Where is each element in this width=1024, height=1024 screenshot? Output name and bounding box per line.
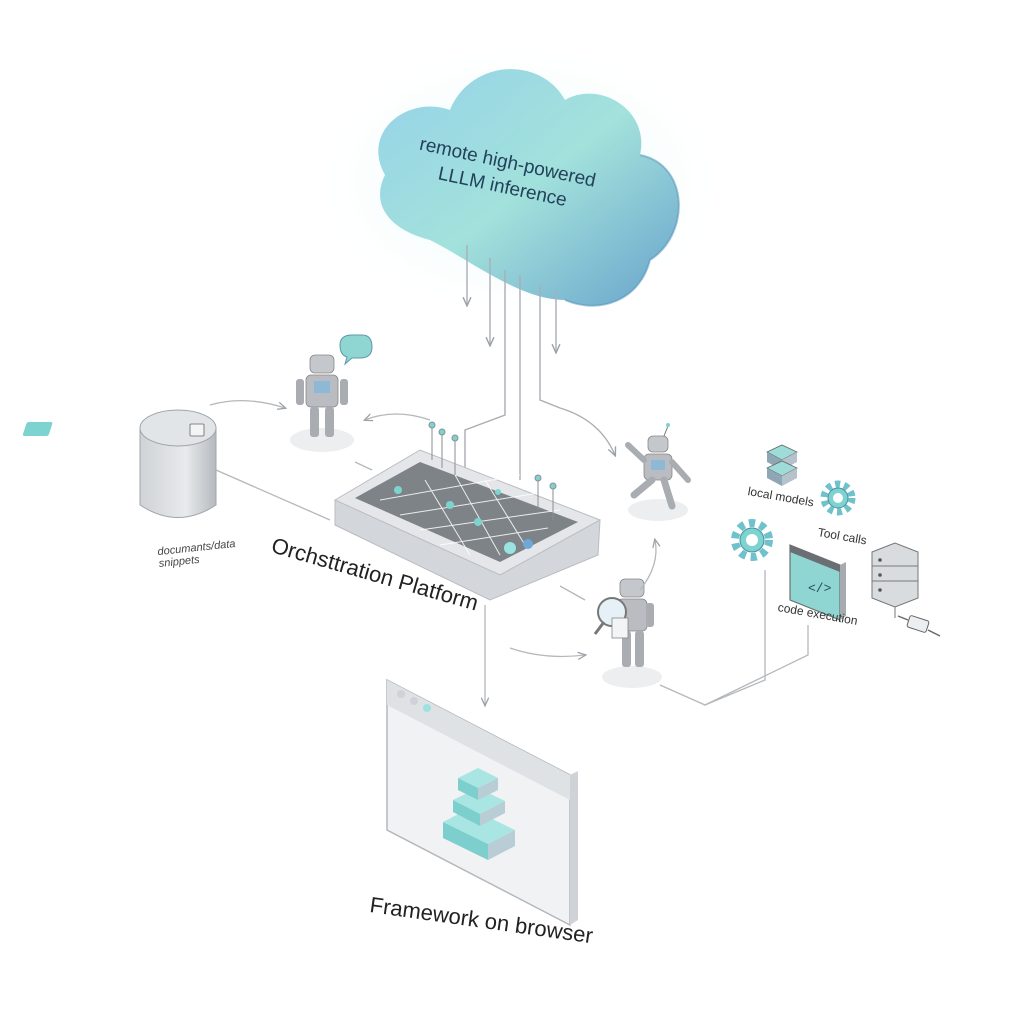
database-connection-lines bbox=[209, 400, 331, 521]
local-models-icon bbox=[766, 444, 798, 486]
database-icon bbox=[22, 409, 217, 518]
gear-icon bbox=[731, 519, 773, 561]
plug-icon bbox=[897, 615, 941, 637]
server-rack-icon bbox=[871, 542, 919, 618]
robot-icon bbox=[290, 354, 354, 452]
speech-bubble-icon bbox=[339, 334, 373, 366]
browser-window-icon bbox=[386, 678, 578, 927]
code-window-icon: </> bbox=[789, 544, 846, 621]
platform-connectors bbox=[354, 461, 809, 705]
magnifier-icon bbox=[593, 597, 629, 639]
cloud-icon bbox=[310, 40, 730, 320]
svg-text:</>: </> bbox=[808, 581, 832, 596]
robot-icon bbox=[602, 578, 662, 688]
robot-icon bbox=[625, 423, 691, 521]
cloud-inference-arrows bbox=[465, 245, 615, 480]
gear-icon bbox=[820, 480, 856, 516]
orchestration-platform bbox=[333, 421, 602, 601]
robot-link-arrow bbox=[365, 413, 431, 420]
